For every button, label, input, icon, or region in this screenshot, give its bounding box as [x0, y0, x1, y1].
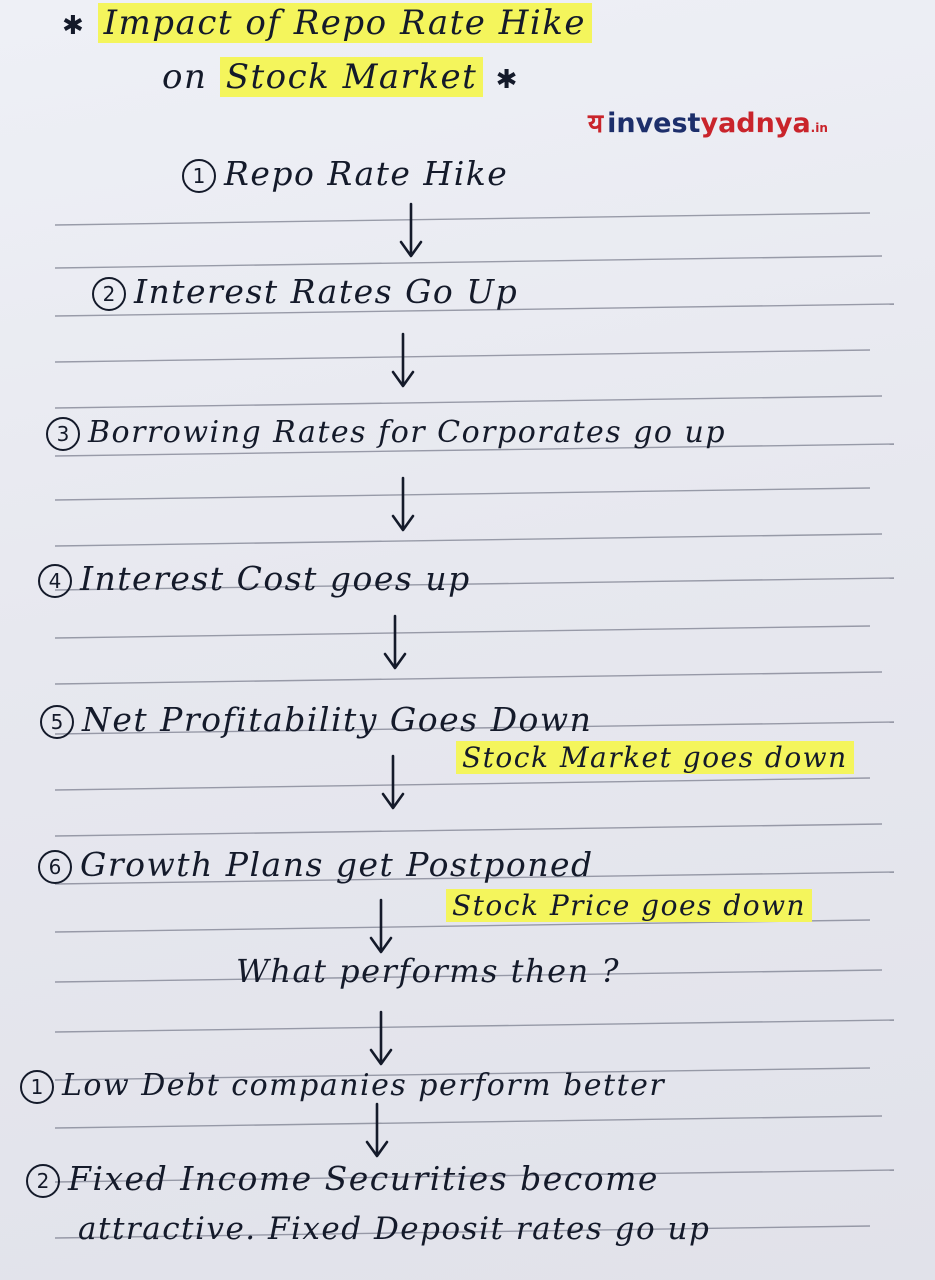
step-text: Repo Rate Hike — [224, 154, 509, 193]
ruled-line — [54, 721, 895, 735]
title-prefix: on — [162, 57, 208, 97]
step-text: Borrowing Rates for Corporates go up — [88, 415, 727, 450]
star-icon: ✱ — [62, 11, 86, 41]
step-text: Interest Rates Go Up — [134, 272, 519, 311]
step-number: 2 — [92, 277, 126, 311]
ruled-line — [54, 871, 895, 885]
price-effect-note: Stock Price goes down — [446, 889, 813, 922]
ruled-line — [54, 443, 895, 457]
ruled-line — [54, 533, 883, 547]
star-icon: ✱ — [495, 65, 519, 95]
ruled-line — [54, 212, 871, 226]
logo-part-1: invest — [607, 108, 701, 139]
step-number: 1 — [182, 159, 216, 193]
down-arrow-icon — [391, 332, 415, 388]
down-arrow-icon — [369, 898, 393, 954]
ruled-line — [54, 349, 871, 363]
investyadnya-logo-icon: य — [588, 109, 604, 139]
ruled-line — [54, 1225, 871, 1239]
ruled-line — [54, 1019, 895, 1033]
answer-number: 1 — [20, 1070, 54, 1104]
down-arrow-icon — [365, 1102, 389, 1158]
down-arrow-icon — [391, 476, 415, 532]
ruled-line — [54, 487, 871, 501]
market-effect-note: Stock Market goes down — [456, 741, 854, 774]
step-number: 4 — [38, 564, 72, 598]
title-highlight: Stock Market — [219, 57, 484, 97]
answer-number: 2 — [26, 1164, 60, 1198]
step-number: 6 — [38, 850, 72, 884]
question-text: What performs then ? — [236, 952, 621, 990]
step-6-note: Stock Price goes down — [446, 889, 813, 922]
ruled-line — [54, 395, 883, 409]
step-number: 3 — [46, 417, 80, 451]
ruled-line — [54, 1115, 883, 1129]
step-5-note: Stock Market goes down — [456, 741, 854, 774]
down-arrow-icon — [383, 614, 407, 670]
logo-tld: .in — [810, 121, 828, 135]
title-line-1: ✱ Impact of Repo Rate Hike — [62, 3, 592, 43]
down-arrow-icon — [381, 754, 405, 810]
title-line-2: on Stock Market ✱ — [162, 57, 519, 97]
step-number: 5 — [40, 705, 74, 739]
logo-part-2: yadnya — [700, 108, 811, 139]
ruled-line — [54, 577, 895, 591]
ruled-line — [54, 823, 883, 837]
answer-text: Low Debt companies perform better — [62, 1068, 666, 1103]
answer-2-continued: attractive. Fixed Deposit rates go up — [78, 1211, 711, 1247]
step-text: Growth Plans get Postponed — [80, 845, 594, 884]
ruled-line — [54, 1067, 871, 1081]
step-text: Interest Cost goes up — [80, 559, 471, 598]
title-text: Impact of Repo Rate Hike — [97, 3, 592, 43]
ruled-line — [54, 919, 871, 933]
ruled-line — [54, 255, 883, 269]
ruled-line — [54, 777, 871, 791]
answer-text: Fixed Income Securities become — [68, 1159, 659, 1198]
ruled-line — [54, 671, 883, 685]
down-arrow-icon — [399, 202, 423, 258]
ruled-line — [54, 969, 883, 983]
step-text: Net Profitability Goes Down — [82, 700, 593, 739]
ruled-line — [54, 625, 871, 639]
down-arrow-icon — [369, 1010, 393, 1066]
ruled-line — [54, 1169, 895, 1183]
ruled-line — [54, 303, 895, 317]
